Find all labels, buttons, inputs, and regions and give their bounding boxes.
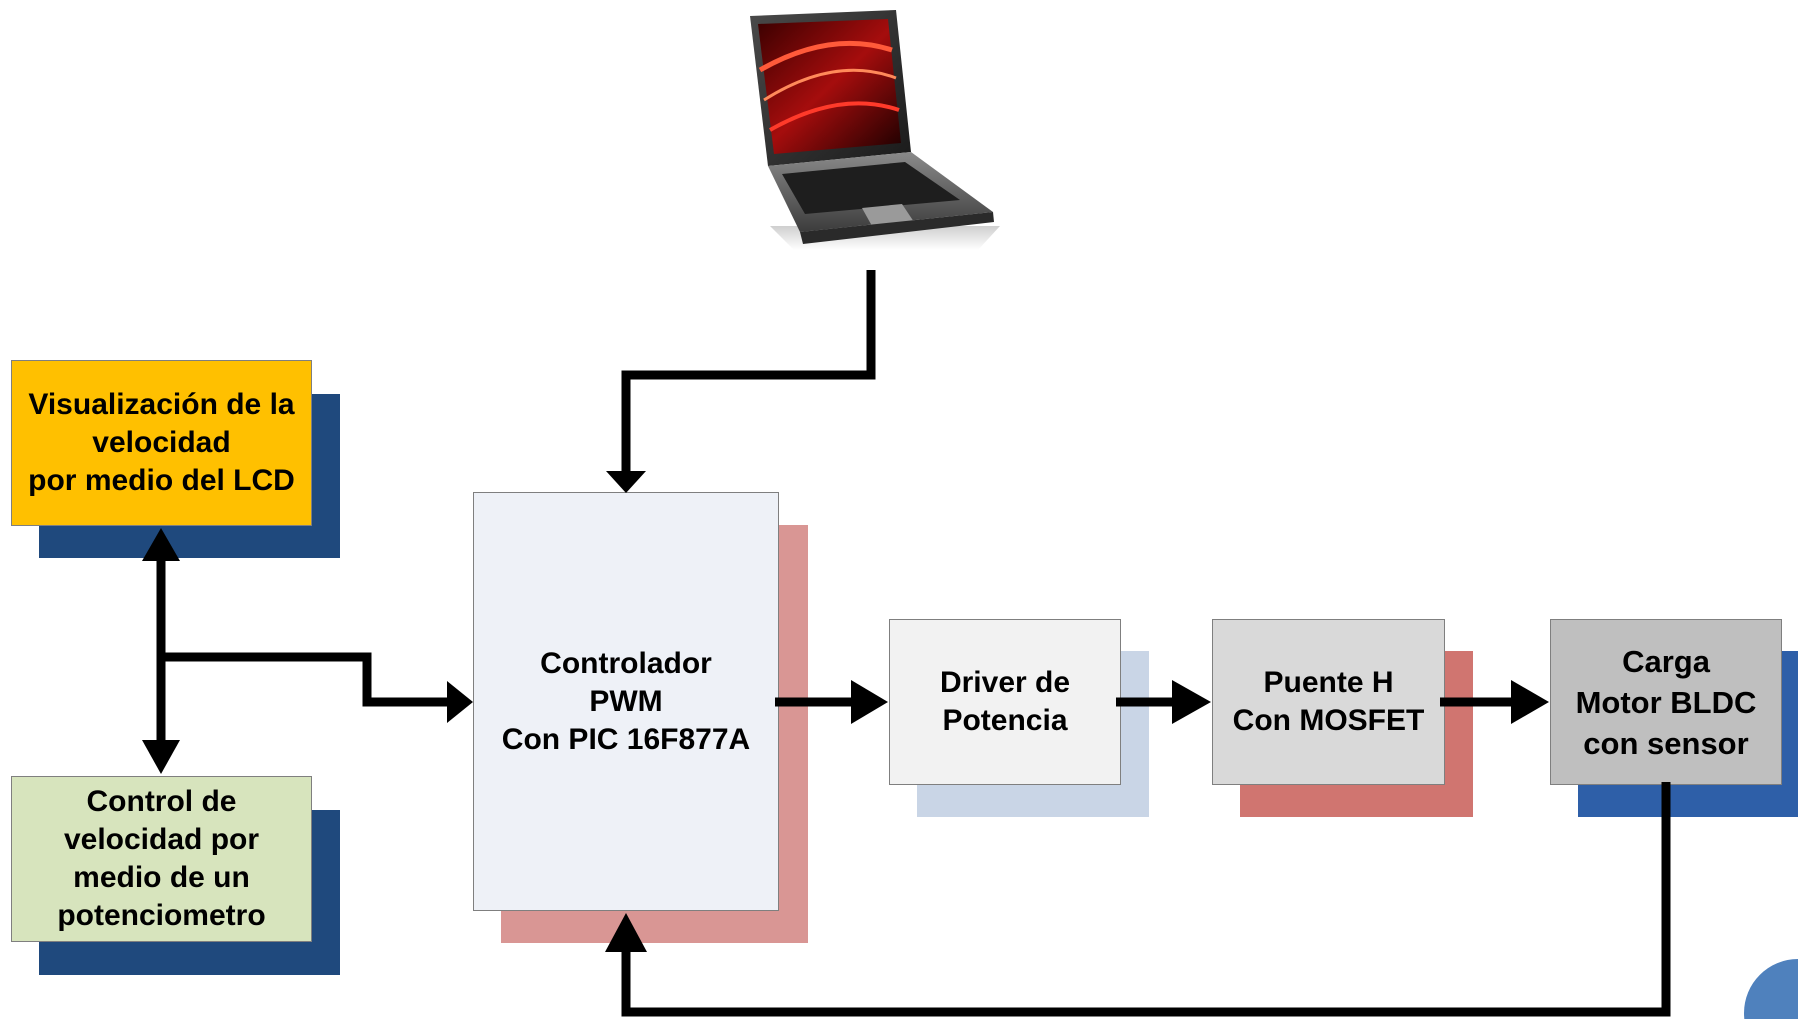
potentiometer-block-line-1: Control de bbox=[86, 785, 237, 818]
h-bridge-block: Puente H Con MOSFET bbox=[1212, 619, 1445, 785]
bldc-motor-block: Carga Motor BLDC con sensor bbox=[1550, 619, 1782, 785]
lcd-block-line-3: por medio del LCD bbox=[28, 464, 295, 497]
controller-block-line-3: Con PIC 16F877A bbox=[501, 722, 751, 756]
lcd-display-block: Visualización de la velocidad por medio … bbox=[11, 360, 312, 526]
potentiometer-block-line-3: medio de un bbox=[73, 861, 250, 894]
motor-block-line-1: Carga bbox=[1622, 643, 1710, 679]
potentiometer-block-line-4: potenciometro bbox=[57, 899, 266, 932]
potentiometer-control-block: Control de velocidad por medio de un pot… bbox=[11, 776, 312, 942]
motor-block-line-2: Motor BLDC bbox=[1575, 684, 1757, 720]
controller-block-line-2: PWM bbox=[589, 684, 663, 718]
controller-block-line-1: Controlador bbox=[540, 646, 712, 680]
lcd-potentiometer-arrow bbox=[142, 528, 180, 774]
controller-to-driver-arrow bbox=[775, 680, 888, 724]
motor-block-line-3: con sensor bbox=[1583, 725, 1749, 761]
potentiometer-block-line-2: velocidad por bbox=[63, 823, 260, 856]
laptop-to-controller-arrow bbox=[606, 270, 876, 493]
bridge-block-line-1: Puente H bbox=[1263, 666, 1394, 699]
lcd-block-line-1: Visualización de la bbox=[28, 388, 295, 421]
circle-decoration bbox=[1744, 959, 1798, 1019]
power-driver-block: Driver de Potencia bbox=[889, 619, 1121, 785]
feedback-arrow bbox=[605, 782, 1671, 1017]
driver-block-line-2: Potencia bbox=[942, 704, 1068, 737]
bridge-block-line-2: Con MOSFET bbox=[1232, 704, 1425, 737]
input-to-controller-arrow bbox=[161, 652, 473, 723]
driver-block-line-1: Driver de bbox=[939, 666, 1071, 699]
bridge-to-motor-arrow bbox=[1440, 680, 1549, 724]
pwm-controller-block: Controlador PWM Con PIC 16F877A bbox=[473, 492, 779, 911]
laptop-icon bbox=[750, 10, 1000, 250]
driver-to-bridge-arrow bbox=[1116, 680, 1211, 724]
lcd-block-line-2: velocidad bbox=[92, 426, 231, 459]
